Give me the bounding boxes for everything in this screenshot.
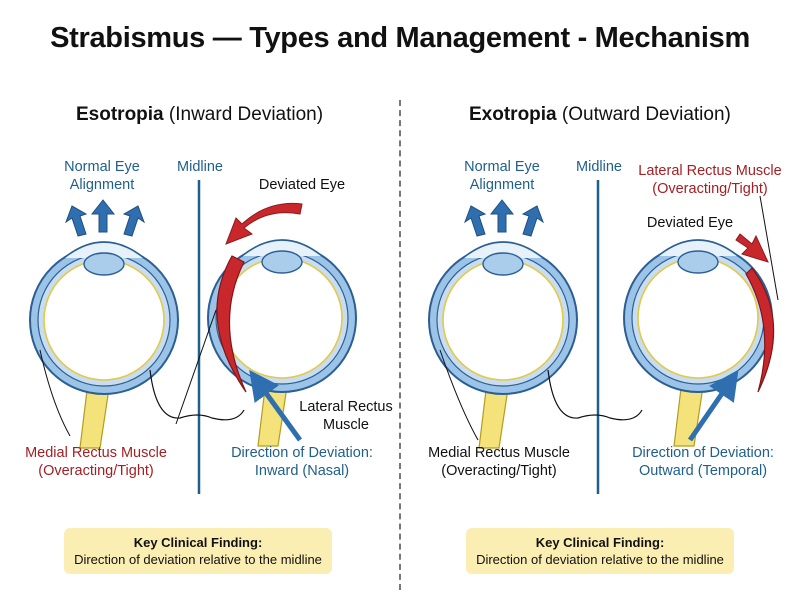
esotropia-name: Esotropia	[76, 104, 164, 125]
exotropia-lateral-rectus-label: Lateral Rectus Muscle (Overacting/Tight)	[638, 163, 782, 197]
exotropia-medial-rectus-label: Medial Rectus Muscle (Overacting/Tight)	[428, 445, 570, 479]
exotropia-title: Exotropia (Outward Deviation)	[469, 104, 731, 126]
esotropia-medial-rectus-label: Medial Rectus Muscle (Overacting/Tight)	[25, 445, 167, 479]
esotropia-deviated-eye-label: Deviated Eye	[258, 177, 346, 193]
exotropia-note-text: Direction of deviation relative to the m…	[476, 552, 724, 567]
exotropia-normal-eye-label: Normal Eye Alignment	[464, 159, 540, 193]
up-arrow-icon	[463, 199, 545, 237]
esotropia-normal-eye-label: Normal Eye Alignment	[64, 159, 140, 193]
esotropia-normal-eye	[29, 241, 179, 449]
exotropia-deviated-eye-label: Deviated Eye	[646, 215, 734, 231]
curved-red-arrow-icon	[225, 202, 303, 245]
curved-red-arrow-icon	[735, 233, 769, 263]
esotropia-lateral-rectus-label: Lateral Rectus Muscle	[299, 399, 393, 433]
exotropia-subtitle: (Outward Deviation)	[561, 104, 731, 125]
diagonal-blue-arrow-icon	[249, 369, 303, 442]
esotropia-direction-label: Direction of Deviation: Inward (Nasal)	[231, 445, 373, 479]
exotropia-name: Exotropia	[469, 104, 557, 125]
exotropia-midline-label: Midline	[576, 159, 622, 175]
exotropia-clinical-note: Key Clinical Finding: Direction of devia…	[466, 528, 734, 574]
esotropia-midline-label: Midline	[177, 159, 223, 175]
esotropia-note-title: Key Clinical Finding:	[133, 535, 263, 550]
esotropia-note-text: Direction of deviation relative to the m…	[74, 552, 322, 567]
panel-divider	[399, 100, 401, 590]
esotropia-subtitle: (Inward Deviation)	[168, 104, 324, 125]
diagonal-blue-arrow-icon	[687, 369, 739, 442]
esotropia-medial-rectus-shape	[216, 255, 247, 393]
up-arrow-icon	[64, 199, 146, 237]
exotropia-direction-label: Direction of Deviation: Outward (Tempora…	[632, 445, 774, 479]
exotropia-lateral-rectus-shape	[745, 267, 775, 393]
page-title: Strabismus — Types and Management - Mech…	[50, 22, 750, 54]
exotropia-note-title: Key Clinical Finding:	[535, 535, 665, 550]
esotropia-clinical-note: Key Clinical Finding: Direction of devia…	[64, 528, 332, 574]
exotropia-normal-eye	[428, 241, 578, 449]
esotropia-title: Esotropia (Inward Deviation)	[76, 104, 323, 126]
